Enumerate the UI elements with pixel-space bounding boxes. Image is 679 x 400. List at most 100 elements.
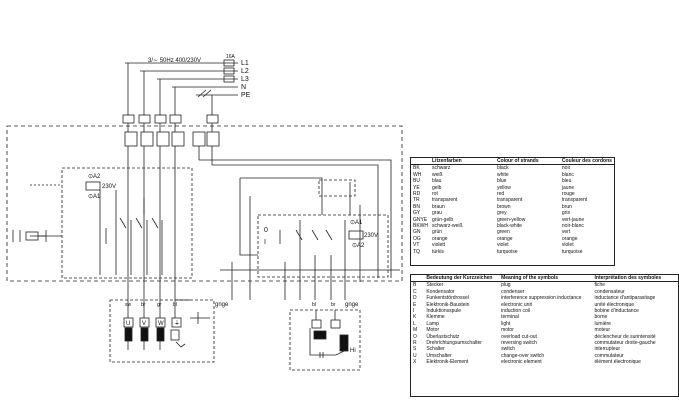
colour-legend-cell: turquoise	[561, 248, 583, 255]
symbol-legend-cell: déclencheur de surintensité	[594, 333, 656, 340]
relay-a-a2: ⊙A2	[88, 174, 101, 180]
symbol-legend-cell: motor	[501, 327, 514, 334]
symbol-legend-cell: Funkentstördrossel	[426, 295, 469, 302]
symbol-legend-cell: condensateur	[594, 288, 625, 295]
colour-legend-cell: schwarz	[432, 165, 451, 172]
colour-legend-cell: BKWH	[413, 223, 428, 230]
symbol-legend-cell: S	[413, 346, 417, 353]
relay-b-coil	[348, 230, 364, 240]
symbol-legend-cell: unité électronique	[594, 301, 635, 308]
symbol-legend-cell: Lamp	[426, 320, 439, 327]
symbol-legend-cell: Überlastschutz	[426, 333, 460, 340]
symbol-legend-cell: change-over switch	[501, 352, 545, 359]
relay-a-a1: ⊙A1	[88, 194, 101, 200]
colour-legend-cell: green-yellow	[496, 216, 526, 223]
motor-windings	[123, 300, 210, 350]
colour-legend-cell: VT	[413, 242, 420, 249]
supply-feeds	[127, 63, 213, 115]
symbol-legend-cell: borne	[594, 314, 608, 321]
symbol-legend-cell: Induktionsspule	[426, 308, 462, 315]
symbol-header-fr: Interprétation des symboles	[594, 275, 662, 281]
colour-header-de: Litzenfarben	[432, 158, 462, 164]
motor-pin-w: W	[158, 321, 164, 327]
symbol-legend-cell: commutateur droite-gauche	[594, 340, 656, 347]
colour-legend-cell: turquoise	[496, 248, 518, 255]
colour-legend-cell: schwarz-weiß	[432, 223, 463, 230]
colour-header-code	[411, 158, 430, 165]
symbol-legend-cell: I	[413, 308, 415, 315]
colour-legend-cell: brun	[561, 203, 572, 210]
symbol-legend-table: Bedeutung der Kurzzeichen Meaning of the…	[410, 274, 679, 397]
symbol-legend-cell: electronic element	[501, 359, 542, 366]
relay-b-a1: ⊙A1	[350, 220, 363, 226]
relay-b-voltage: 230V	[364, 233, 378, 239]
motor-wire-bl: bl	[173, 302, 177, 308]
motor-pe-label: gnge	[215, 302, 229, 308]
symbol-legend-cell: U	[413, 352, 417, 359]
colour-legend-cell: blau	[432, 178, 442, 185]
symbol-legend-cell: fiche	[594, 282, 606, 289]
symbol-legend-cell: moteur	[594, 327, 611, 334]
symbol-legend-cell: Klemme	[426, 314, 445, 321]
colour-legend-cell: grün-gelb	[432, 216, 454, 223]
symbol-legend-cell: induction coil	[501, 308, 530, 315]
symbol-header-code	[411, 275, 424, 282]
colour-legend-cell: YE	[413, 184, 420, 191]
symbol-legend-cell: Motor	[426, 327, 440, 334]
motor-terminal-box	[109, 299, 215, 363]
colour-legend-cell: violett	[432, 242, 446, 249]
symbol-legend-cell: electronic unit	[501, 301, 532, 308]
symbol-legend-cell: Stecker	[426, 282, 444, 289]
motor-wire-sw: sw	[125, 302, 132, 308]
switch-box	[318, 179, 356, 197]
colour-legend-cell: brown	[496, 203, 511, 210]
colour-legend-cell: gris	[561, 210, 570, 217]
colour-header-en: Colour of strands	[496, 158, 539, 164]
colour-legend-cell: red	[496, 191, 505, 198]
colour-legend-cell: BU	[413, 178, 420, 185]
brake-label-ho: Ho	[315, 333, 323, 339]
brake-pe-label: gnge	[345, 302, 359, 308]
colour-legend-cell: blue	[496, 178, 507, 185]
symbol-legend-cell: D	[413, 295, 417, 302]
colour-legend-cell: yellow	[496, 184, 511, 191]
symbol-legend-cell: L	[413, 320, 416, 327]
colour-legend-cell: weiß	[432, 171, 443, 178]
symbol-legend-cell: élément électronique	[594, 359, 641, 366]
motor-wire-br: br	[141, 302, 146, 308]
symbol-legend-cell: interference suppression inductance	[501, 295, 582, 302]
symbol-legend-cell: commutateur	[594, 352, 624, 359]
symbol-legend-cell: X	[413, 359, 417, 366]
colour-legend-cell: orange	[561, 235, 578, 242]
symbol-legend-cell: R	[413, 340, 417, 347]
colour-legend-cell: TQ	[413, 248, 420, 255]
motor-pin-u: U	[126, 321, 130, 327]
internal-wiring	[30, 146, 400, 301]
symbol-legend-row: I Induktionsspule induction coil bobine d'i…	[411, 308, 678, 314]
relay-b-no: I	[264, 239, 266, 246]
colour-legend-cell: blanc	[561, 171, 574, 178]
control-enclosure	[6, 125, 403, 282]
supply-bus	[125, 59, 238, 98]
relay-a-coil	[85, 181, 101, 191]
colour-legend-cell: grün	[432, 229, 443, 236]
symbol-legend-cell: reversing switch	[501, 340, 537, 347]
colour-legend-cell: black-white	[496, 223, 522, 230]
brake-wire-bl: bl	[312, 302, 316, 308]
line-label-l3: L3	[241, 76, 249, 83]
symbol-legend-cell: B	[413, 282, 417, 289]
colour-legend-cell: white	[496, 171, 509, 178]
terminal-strip	[122, 114, 220, 147]
line-label-l2: L2	[241, 68, 249, 75]
symbol-legend-cell: bobine d'inductance	[594, 308, 639, 315]
colour-legend-cell: noir-blanc	[561, 223, 584, 230]
